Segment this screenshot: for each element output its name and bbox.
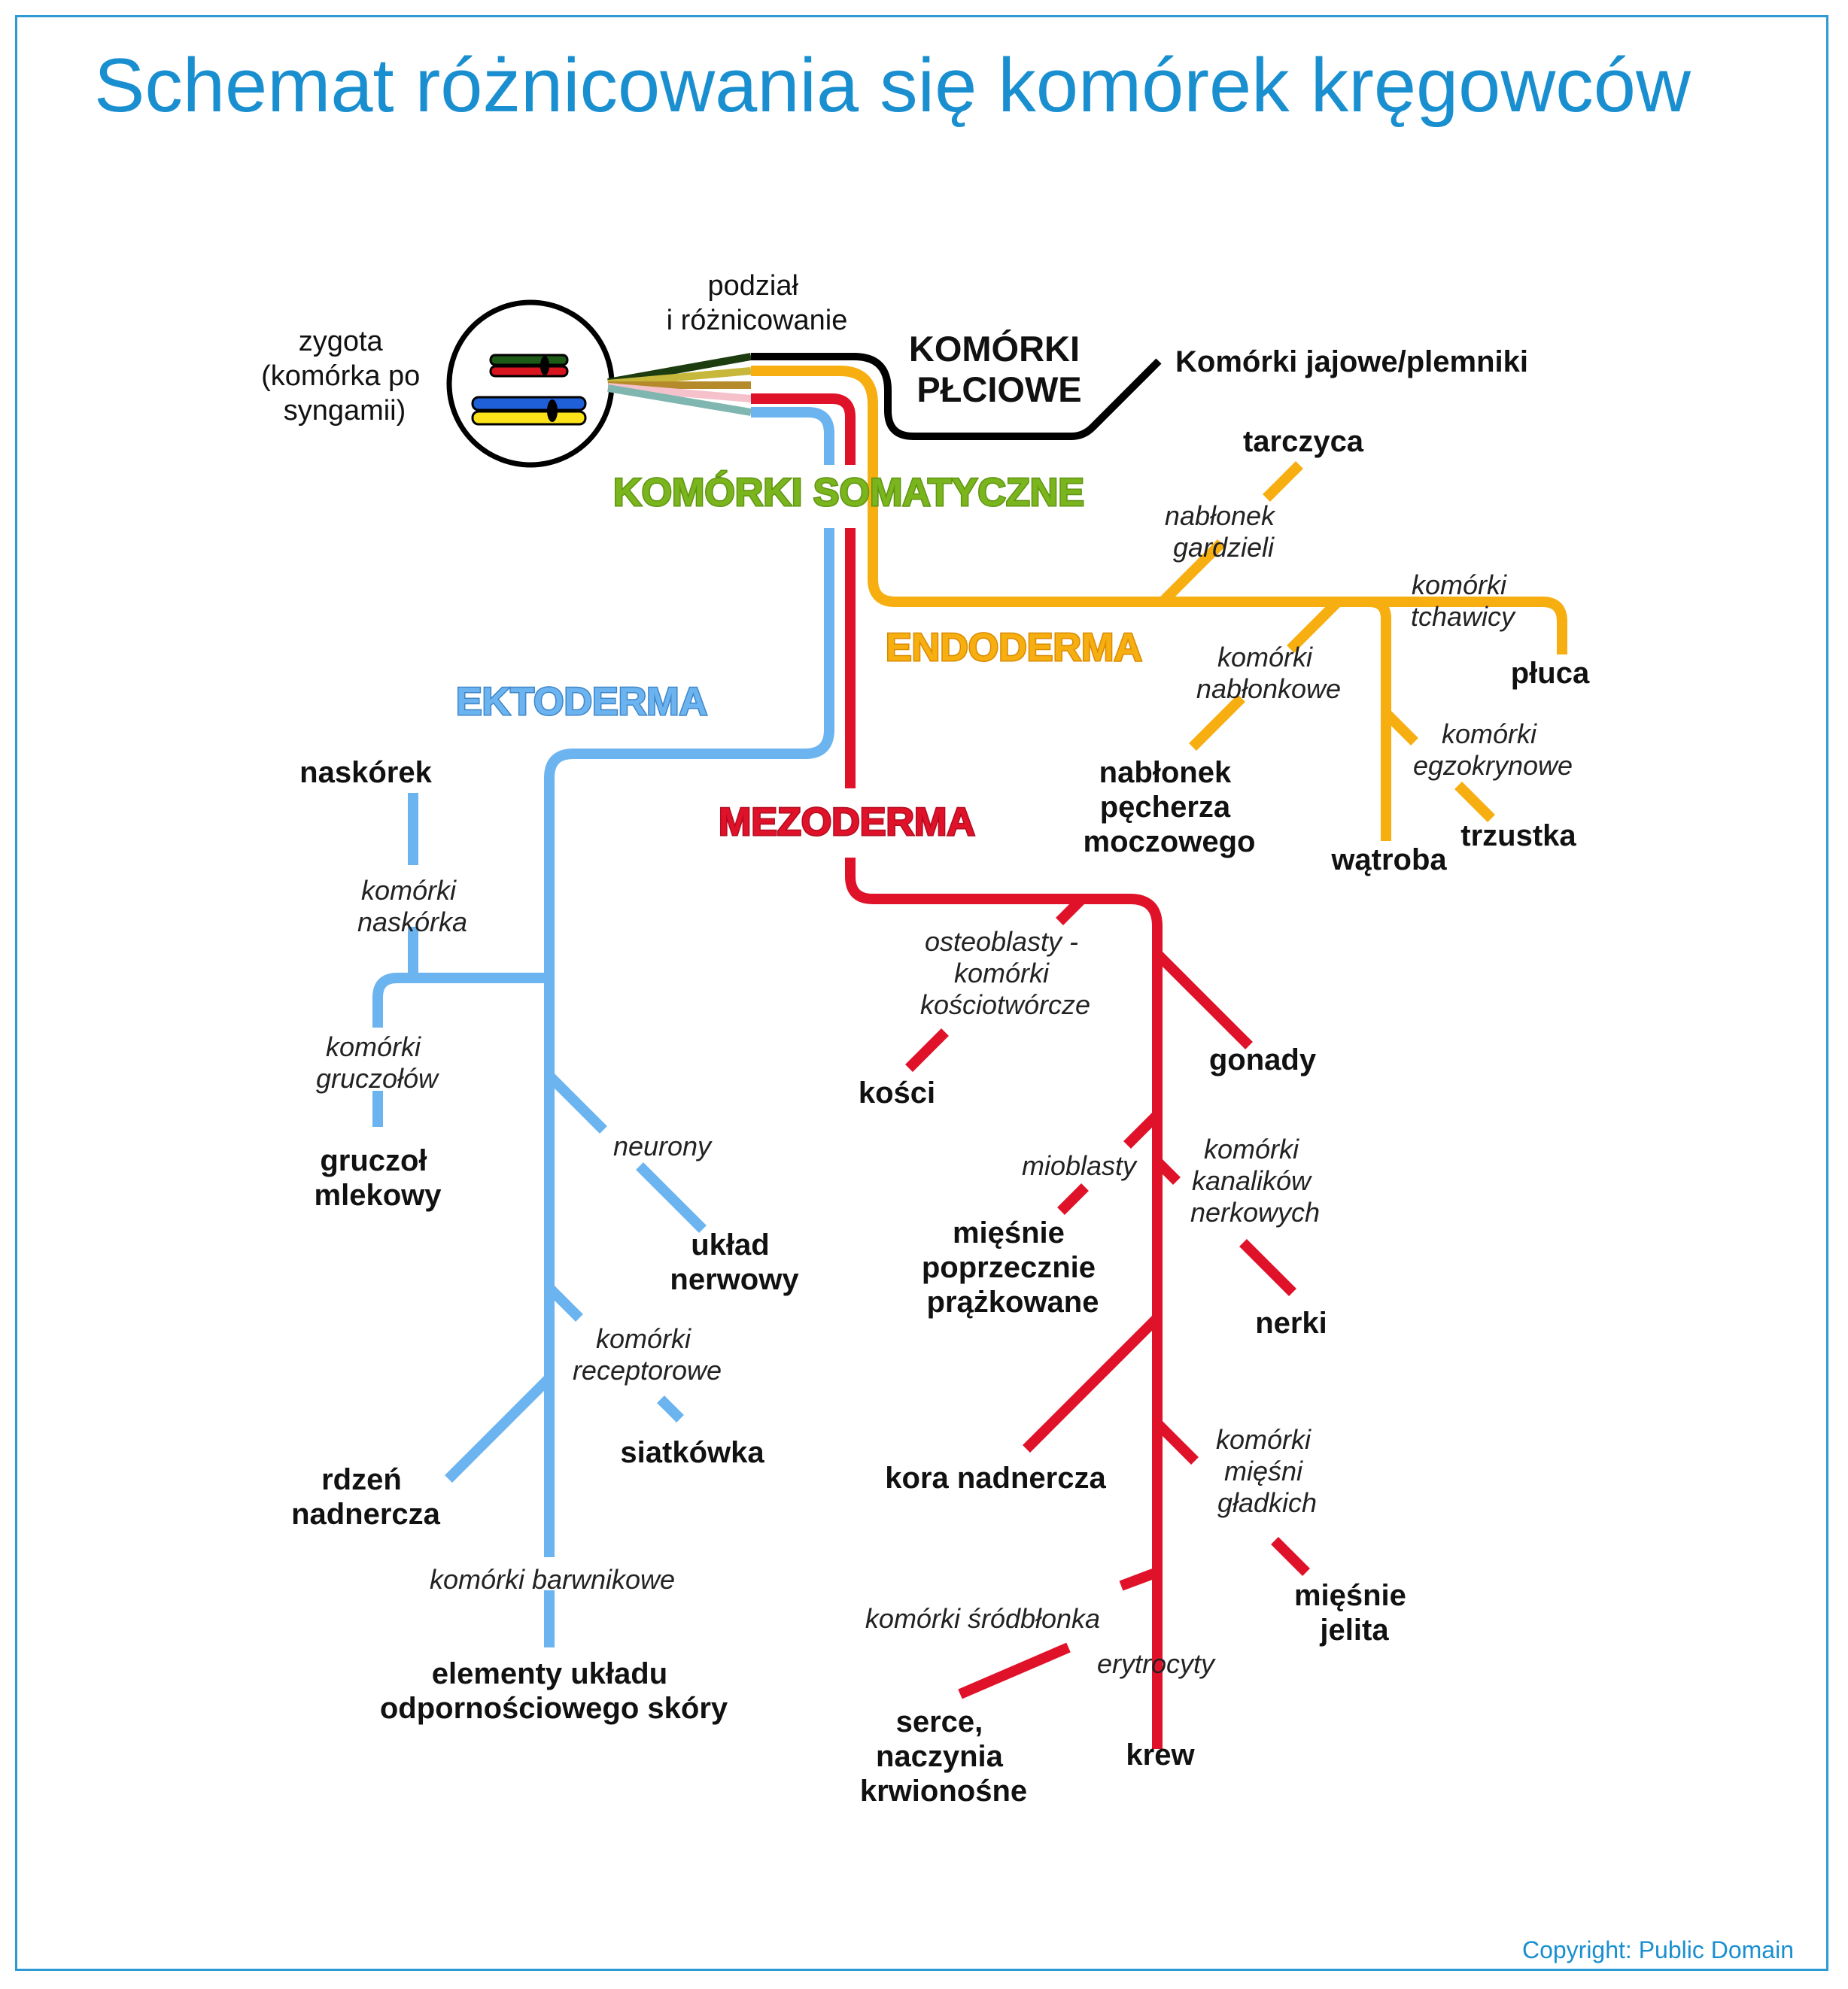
ectoderm-organ-siatkowka: siatkówka <box>620 1436 764 1469</box>
diagram-frame <box>15 15 1828 1971</box>
endoderm-lines <box>751 366 1567 841</box>
mesoderm-organ-gonady: gonady <box>1209 1043 1317 1076</box>
endoderm-organ-pluca: płuca <box>1511 657 1590 690</box>
ectoderm-organ-uklad-nerwowy: układ nerwowy <box>670 1228 799 1296</box>
endoderm-organ-tarczyca: tarczyca <box>1243 425 1364 458</box>
ectoderm-cells-receptorowe: komórki receptorowe <box>573 1323 722 1386</box>
mesoderm-cells-osteoblasty: osteoblasty - komórki kościotwórcze <box>920 926 1090 1020</box>
mesoderm-lines <box>751 393 1310 1749</box>
endoderm-cells-tchawicy: komórki tchawicy <box>1411 569 1516 632</box>
endoderm-cells-nablonkowe: komórki nabłonkowe <box>1196 642 1341 704</box>
mesoderm-cells-mioblasty: mioblasty <box>1022 1150 1138 1181</box>
gametes-label: Komórki jajowe/plemniki <box>1175 345 1528 378</box>
ectoderm-cells-naskorka: komórki naskórka <box>357 875 467 937</box>
sex-cells-heading: KOMÓRKI PŁCIOWE <box>909 329 1090 409</box>
ectoderm-cells-neurony: neurony <box>613 1131 713 1162</box>
mesoderm-label: MEZODERMA <box>719 800 975 844</box>
mesoderm-organ-miesnie-poprzecznie: mięśnie poprzecznie prążkowane <box>922 1216 1104 1319</box>
copyright-label: Copyright: Public Domain <box>1522 1936 1794 1963</box>
zygote-label: zygota (komórka po syngamii) <box>261 326 428 427</box>
endoderm-label: ENDODERMA <box>886 626 1142 670</box>
ectoderm-organ-rdzen-nadnercza: rdzeń nadnercza <box>291 1463 441 1531</box>
mesoderm-organ-kora-nadnercza: kora nadnercza <box>885 1462 1106 1495</box>
ectoderm-lines <box>372 407 834 1647</box>
mesoderm-cells-kanalikow: komórki kanalików nerkowych <box>1190 1134 1320 1228</box>
endoderm-organ-trzustka: trzustka <box>1460 819 1576 852</box>
mesoderm-organ-miesnie-jelita: mięśnie jelita <box>1294 1579 1415 1647</box>
sex-cells-line <box>751 353 1162 440</box>
somatic-cells-label: KOMÓRKI SOMATYCZNE <box>613 471 1084 515</box>
ectoderm-organ-elementy-ukladu: elementy układu odpornościowego skóry <box>380 1657 728 1725</box>
endoderm-cells-egzokrynowe: komórki egzokrynowe <box>1413 718 1573 781</box>
mesoderm-organ-krew: krew <box>1126 1738 1195 1772</box>
ectoderm-label: EKTODERMA <box>456 680 707 724</box>
zygote-cell-icon <box>446 299 615 468</box>
division-label: podział i różnicowanie <box>667 270 848 336</box>
mesoderm-cells-miesni-gladkich: komórki mięśni gładkich <box>1216 1424 1318 1518</box>
ectoderm-cells-barwnikowe: komórki barwnikowe <box>430 1564 675 1595</box>
ectoderm-organ-naskorek: naskórek <box>299 756 432 789</box>
page-title: Schemat różnicowania się komórek kręgowc… <box>94 44 1691 128</box>
ectoderm-cells-gruczolow: komórki gruczołów <box>316 1031 439 1094</box>
mesoderm-organ-serce: serce, naczynia krwionośne <box>860 1705 1027 1808</box>
mesoderm-organ-nerki: nerki <box>1255 1307 1327 1340</box>
mesoderm-organ-kosci: kości <box>859 1076 935 1110</box>
ectoderm-organ-gruczol-mlekowy: gruczoł mlekowy <box>315 1144 442 1212</box>
endoderm-organ-pecherz: nabłonek pęcherza moczowego <box>1084 756 1256 858</box>
endoderm-cells-gardzieli: nabłonek gardzieli <box>1165 500 1282 563</box>
mesoderm-cells-srodblonka: komórki śródbłonka <box>865 1603 1100 1634</box>
endoderm-organ-watroba: wątroba <box>1330 843 1447 876</box>
lineage-fan <box>607 353 752 416</box>
mesoderm-cells-erytrocyty: erytrocyty <box>1097 1648 1216 1679</box>
